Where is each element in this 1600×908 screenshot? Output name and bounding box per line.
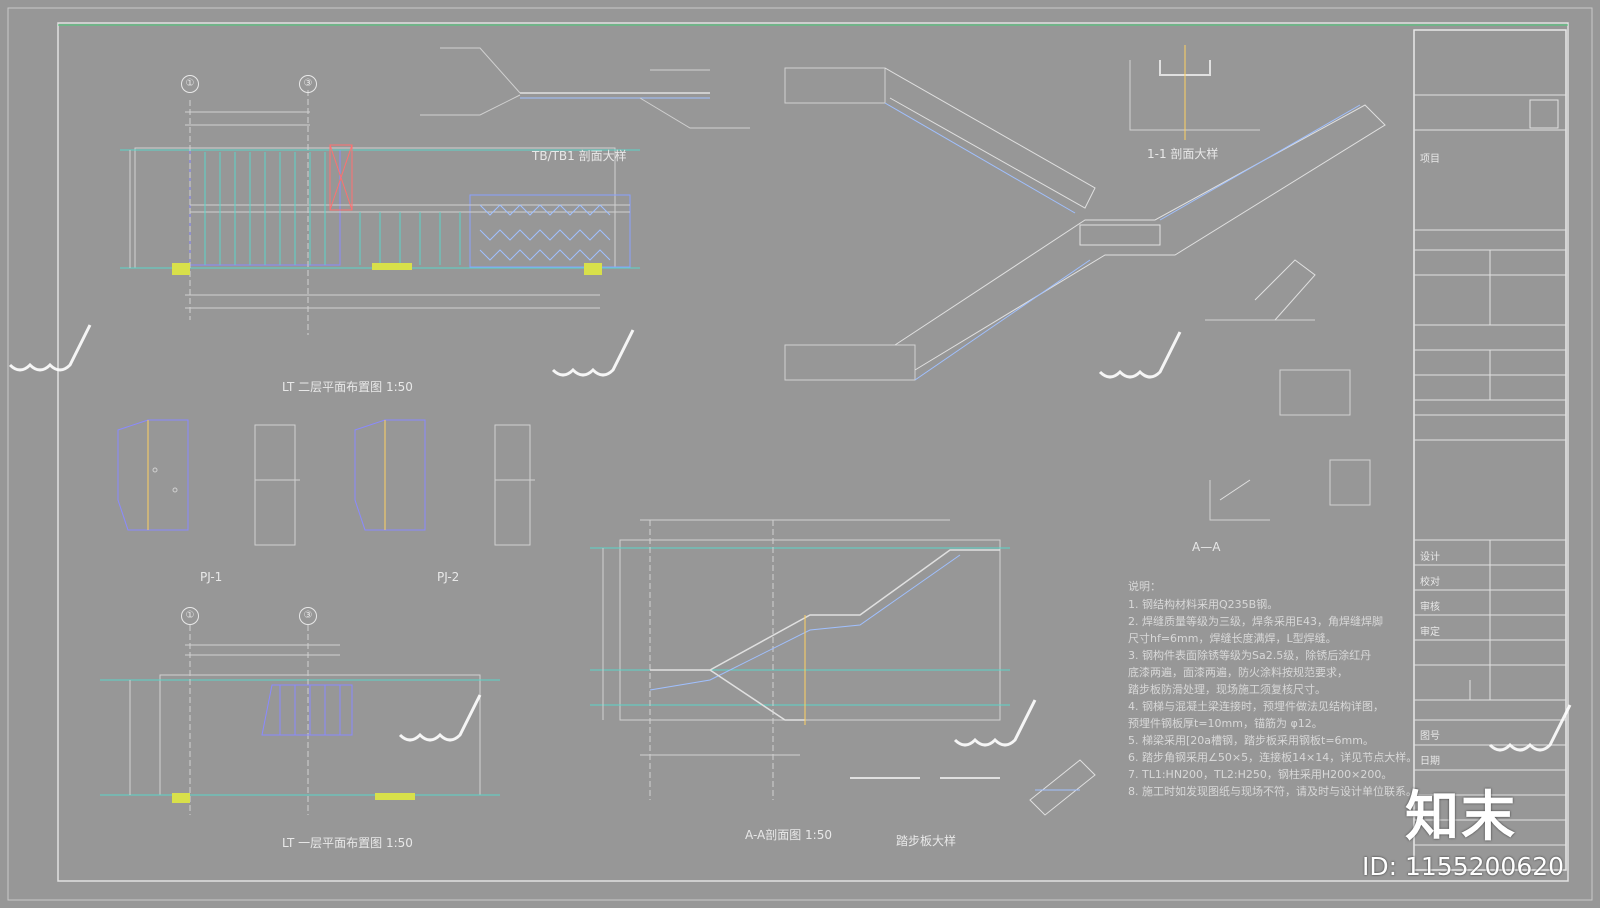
section-aa-full-title: A-A剖面图 1:50 xyxy=(745,828,832,842)
title-block-row-drawing-no: 图号 xyxy=(1420,731,1440,742)
section-11 xyxy=(1129,45,1371,521)
watermark-motifs xyxy=(8,324,1572,752)
section-11-title: 1-1 剖面大样 xyxy=(1147,147,1219,161)
plan-upper-title: LT 二层平面布置图 1:50 xyxy=(282,380,413,394)
notes-line-3: 尺寸hf=6mm，焊缝长度满焊，L型焊缝。 xyxy=(1128,632,1337,645)
tb-detail-title: TB/TB1 剖面大样 xyxy=(532,149,627,163)
notes-line-2: 2. 焊缝质量等级为三级，焊条采用E43，角焊缝焊脚 xyxy=(1128,615,1383,628)
plan-lower-title: LT 一层平面布置图 1:50 xyxy=(282,836,413,850)
title-block-row-approve: 审定 xyxy=(1420,627,1440,638)
notes-line-10: 6. 踏步角钢采用∠50×5，连接板14×14，详见节点大样。 xyxy=(1128,751,1418,764)
sheet-outer-border xyxy=(7,7,1593,901)
plan-upper xyxy=(120,90,640,335)
axis-marker-1-lower: ① xyxy=(181,607,199,625)
title-block-row-design: 设计 xyxy=(1420,552,1440,563)
title-block-row-check: 校对 xyxy=(1420,577,1440,588)
notes-line-9: 5. 梯梁采用[20a槽钢，踏步板采用钢板t=6mm。 xyxy=(1128,734,1374,747)
sheet-inner-border xyxy=(57,22,1569,882)
notes-line-7: 4. 钢梯与混凝土梁连接时，预埋件做法见结构详图， xyxy=(1128,700,1384,713)
tread-detail xyxy=(850,759,1096,816)
notes-line-4: 3. 钢构件表面除锈等级为Sa2.5级，除锈后涂红丹 xyxy=(1128,649,1372,662)
title-block-row-project: 项目 xyxy=(1420,154,1440,165)
pj-details xyxy=(117,419,535,546)
notes-line-8: 预埋件钢板厚t=10mm，锚筋为 φ12。 xyxy=(1128,717,1323,730)
watermark-logo: 知末 xyxy=(1405,785,1517,848)
notes-heading: 说明： xyxy=(1128,580,1161,593)
pj1-title: PJ-1 xyxy=(200,570,223,584)
notes-line-1: 1. 钢结构材料采用Q235B钢。 xyxy=(1128,598,1279,611)
axis-marker-3-lower: ③ xyxy=(299,607,317,625)
section-aa-small-title: A—A xyxy=(1192,540,1221,554)
title-block-row-review: 审核 xyxy=(1420,602,1440,613)
watermark-id: ID: 1155200620 xyxy=(1362,852,1565,881)
plan-lower xyxy=(100,625,500,815)
title-block-row-date: 日期 xyxy=(1420,756,1440,767)
section-aa-full xyxy=(590,519,1010,800)
stair-elevation xyxy=(784,67,1386,381)
tread-detail-title: 踏步板大样 xyxy=(896,834,957,848)
notes-line-5: 底漆两遍，面漆两遍，防火涂料按规范要求， xyxy=(1128,666,1348,679)
notes-line-6: 踏步板防滑处理，现场施工须复核尺寸。 xyxy=(1128,683,1326,696)
notes-line-11: 7. TL1:HN200，TL2:H250，钢柱采用H200×200。 xyxy=(1128,768,1393,781)
notes-line-12: 8. 施工时如发现图纸与现场不符，请及时与设计单位联系。 xyxy=(1128,785,1417,798)
axis-marker-1-upper: ① xyxy=(181,75,199,93)
tb-detail xyxy=(420,47,750,129)
pj2-title: PJ-2 xyxy=(437,570,460,584)
axis-marker-3-upper: ③ xyxy=(299,75,317,93)
